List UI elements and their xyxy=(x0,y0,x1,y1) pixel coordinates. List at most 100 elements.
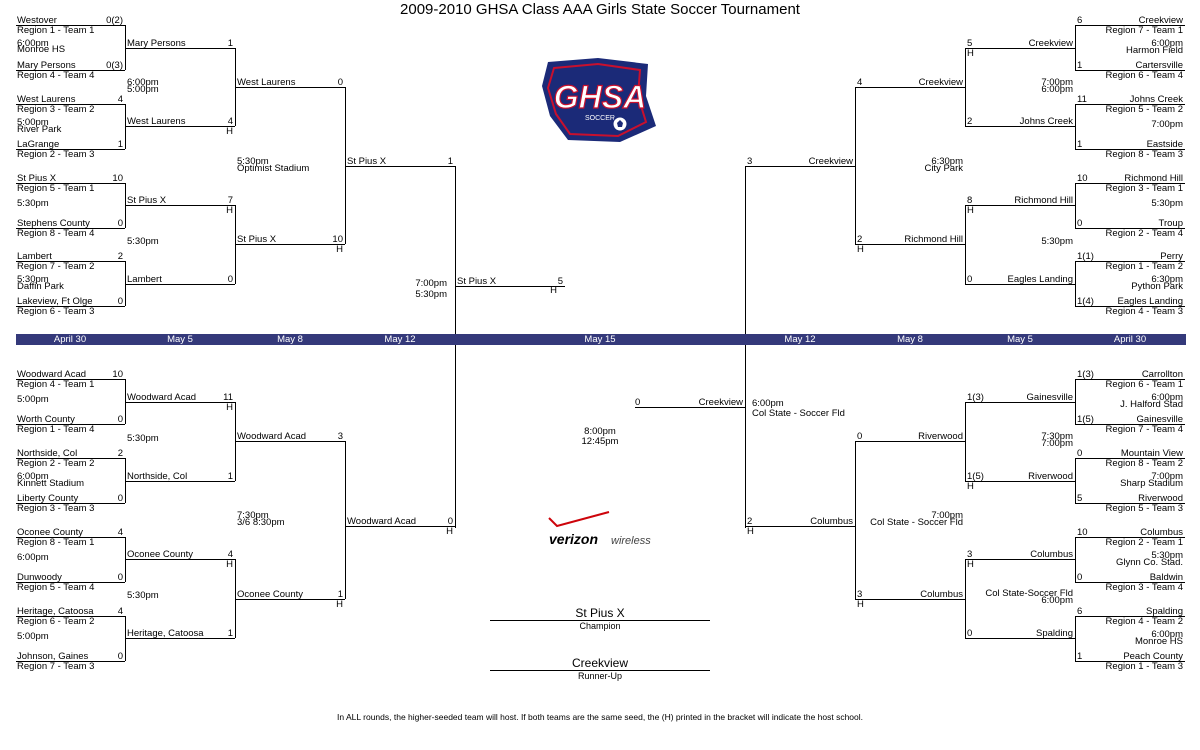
bracket-label: 0 xyxy=(967,628,973,639)
bracket-label: 8:00pm xyxy=(584,426,616,437)
bracket-label: Lambert xyxy=(17,251,52,262)
bracket-label: 0 xyxy=(967,274,973,285)
bracket-label: 6:00pm xyxy=(127,77,159,88)
bracket-label: 12:45pm xyxy=(581,436,619,447)
bracket-line xyxy=(16,261,125,262)
bracket-label: H xyxy=(967,205,974,216)
bracket-label: 0 xyxy=(227,274,233,285)
bracket-label: 6:00pm xyxy=(752,398,784,409)
bracket-label: St Pius X xyxy=(457,276,497,287)
bracket-label: H xyxy=(857,599,864,610)
bracket-label: Creekview xyxy=(918,77,963,88)
bracket-line xyxy=(965,638,1075,639)
bracket-label: Optimist Stadium xyxy=(237,163,310,174)
bracket-label: Creekview xyxy=(698,397,743,408)
bracket-line xyxy=(125,559,235,560)
bracket-line xyxy=(745,526,855,527)
bracket-line xyxy=(125,126,235,127)
bracket-label: Region 8 - Team 1 xyxy=(17,537,95,548)
bracket-line xyxy=(125,402,235,403)
bracket-label: 6:30pm xyxy=(931,156,963,167)
bracket-label: H xyxy=(446,526,453,537)
bracket-line xyxy=(1075,104,1185,105)
bracket-label: Region 3 - Team 3 xyxy=(17,503,95,514)
bracket-label: H xyxy=(550,285,557,296)
bracket-line xyxy=(345,526,455,527)
bracket-label: 1 xyxy=(227,471,233,482)
bracket-label: Oconee County xyxy=(17,527,84,538)
bracket-label: Sharp Stadium xyxy=(1120,478,1183,489)
bracket-label: Region 6 - Team 1 xyxy=(1105,379,1183,390)
bracket-line xyxy=(490,620,710,621)
bracket-label: 5:00pm xyxy=(17,117,49,128)
bracket-label: 1(5) xyxy=(1077,414,1094,425)
bracket-label: Perry xyxy=(1160,251,1183,262)
bracket-label: Mary Persons xyxy=(127,38,186,49)
bracket-label: 7:00pm xyxy=(1151,471,1183,482)
bracket-label: Northside, Col xyxy=(17,448,78,459)
bracket-label: 10 xyxy=(1077,173,1088,184)
bracket-line xyxy=(125,48,235,49)
bracket-label: Columbus xyxy=(1030,549,1073,560)
bracket-line xyxy=(1075,503,1185,504)
bracket-label: 5:30pm xyxy=(415,289,447,300)
bracket-line xyxy=(1075,25,1076,70)
bracket-label: 6:00pm xyxy=(17,471,49,482)
bracket-label: Region 1 - Team 3 xyxy=(1105,661,1183,672)
round-date: May 12 xyxy=(384,334,416,345)
bracket-line xyxy=(1075,104,1076,149)
bracket-label: Spalding xyxy=(1146,606,1183,617)
bracket-line xyxy=(235,599,345,600)
bracket-label: H xyxy=(967,481,974,492)
bracket-label: Creekview xyxy=(808,156,853,167)
bracket-line xyxy=(125,458,126,503)
bracket-line xyxy=(16,149,125,150)
bracket-label: Region 5 - Team 3 xyxy=(1105,503,1183,514)
bracket-line xyxy=(855,441,965,442)
bracket-label: 6:00pm xyxy=(1151,38,1183,49)
bracket-label: Eagles Landing xyxy=(1007,274,1074,285)
bracket-line xyxy=(235,244,345,245)
bracket-label: Liberty County xyxy=(17,493,79,504)
bracket-label: Region 4 - Team 3 xyxy=(1105,306,1183,317)
bracket-label: 7:00pm xyxy=(415,278,447,289)
bracket-label: 2 xyxy=(967,116,973,127)
bracket-label: Region 2 - Team 4 xyxy=(1105,228,1183,239)
bracket-label: 0 xyxy=(1077,572,1083,583)
bracket-label: 6 xyxy=(1077,15,1083,26)
bracket-label: Worth County xyxy=(17,414,75,425)
bracket-line xyxy=(965,559,966,638)
bracket-label: Mountain View xyxy=(1120,448,1183,459)
bracket-label: 11 xyxy=(223,392,233,403)
bracket-label: Dunwoody xyxy=(17,572,62,583)
champion-name: St Pius X xyxy=(575,606,625,620)
bracket-label: 6:30pm xyxy=(1151,274,1183,285)
bracket-label: Col State - Soccer Fld xyxy=(752,408,845,419)
bracket-line xyxy=(1075,183,1076,228)
runner-up-name: Creekview xyxy=(571,656,628,670)
bracket-label: 0 xyxy=(1077,448,1083,459)
bracket-line xyxy=(16,458,125,459)
bracket-label: Columbus xyxy=(920,589,963,600)
bracket-label: 0 xyxy=(117,218,123,229)
bracket-label: Region 2 - Team 1 xyxy=(1105,537,1183,548)
bracket-line xyxy=(855,87,965,88)
bracket-label: West Laurens xyxy=(127,116,186,127)
bracket-label: Creekview xyxy=(1028,38,1073,49)
bracket-label: 0 xyxy=(117,414,123,425)
bracket-label: Region 6 - Team 4 xyxy=(1105,70,1183,81)
bracket-label: Region 3 - Team 2 xyxy=(17,104,95,115)
bracket-label: Columbus xyxy=(1140,527,1183,538)
bracket-label: H xyxy=(226,559,233,570)
bracket-label: Heritage, Catoosa xyxy=(127,628,204,639)
bracket-label: Region 7 - Team 4 xyxy=(1105,424,1183,435)
bracket-line xyxy=(1075,582,1185,583)
bracket-line xyxy=(235,441,345,442)
ghsa-logo-subtext: SOCCER xyxy=(585,115,615,122)
bracket-label: Oconee County xyxy=(127,549,194,560)
bracket-label: West Laurens xyxy=(17,94,76,105)
bracket-line xyxy=(1075,424,1185,425)
bracket-line xyxy=(16,537,125,538)
bracket-line xyxy=(125,284,235,285)
bracket-label: 3 xyxy=(857,589,863,600)
